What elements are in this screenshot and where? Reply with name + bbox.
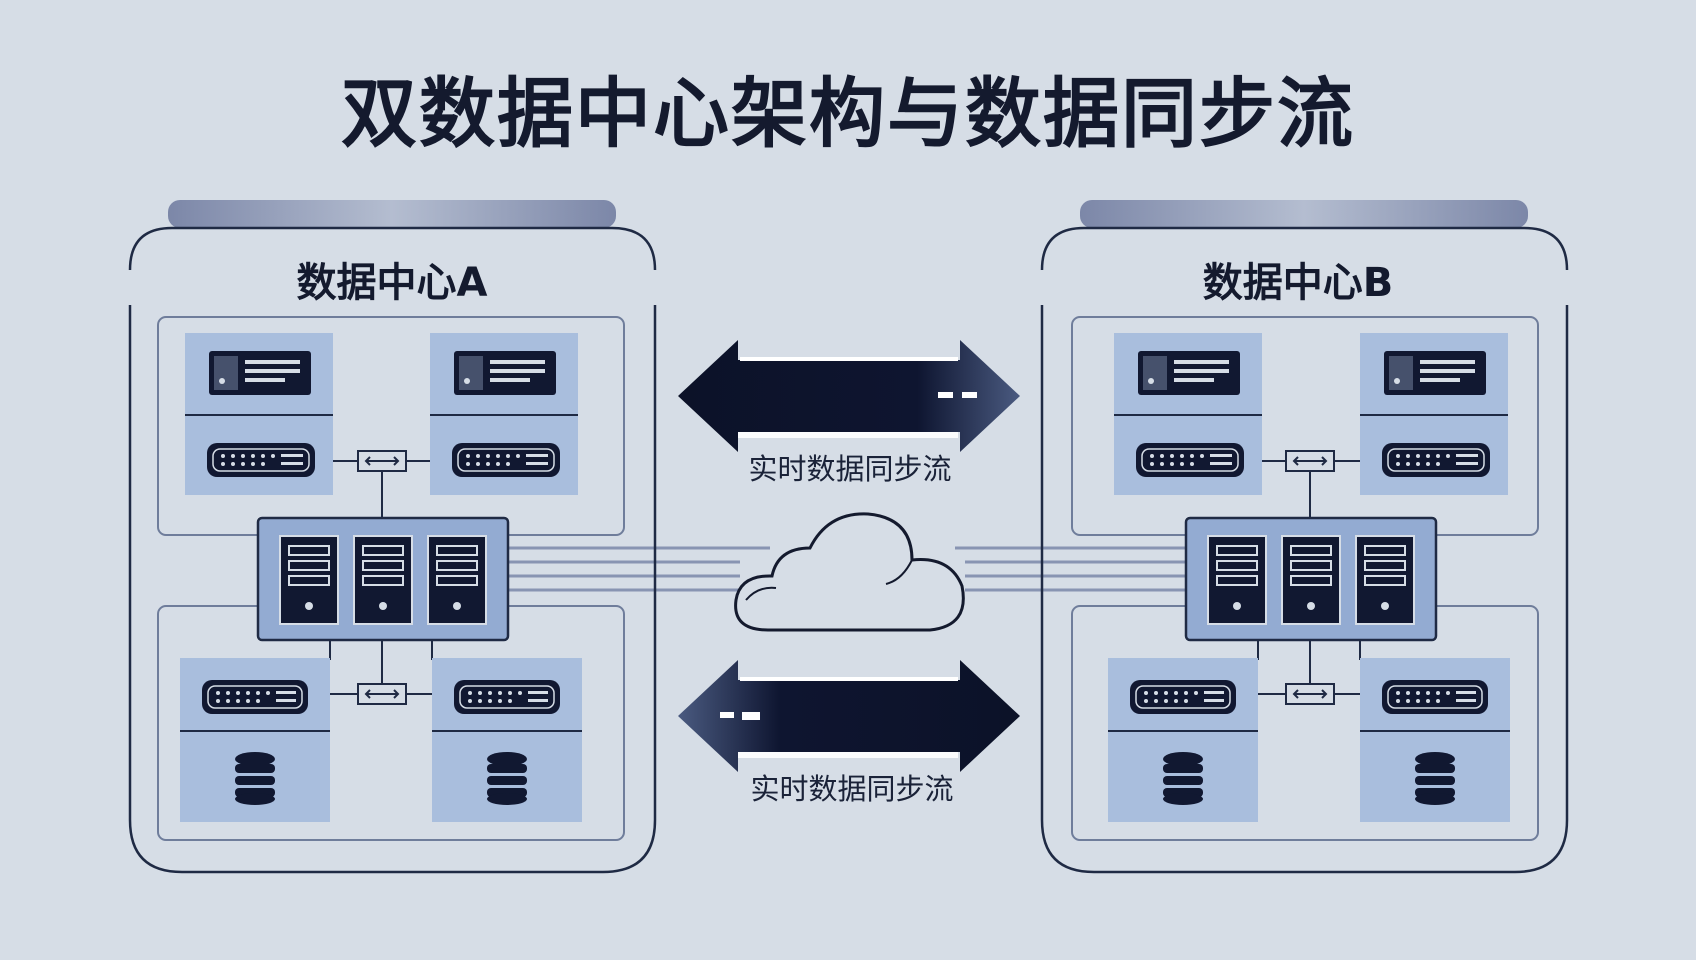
network-device-icon [1382,443,1490,477]
network-lines [90,546,1605,592]
bidirectional-arrow-icon [678,340,1020,452]
network-lines-center [508,546,1185,592]
server-icon [209,351,311,395]
network-device-icon [454,680,560,714]
bidirectional-arrow-icon [678,660,1020,772]
datacenter-a-frame [128,226,657,874]
network-device-icon [1130,680,1236,714]
switch-icon [357,683,407,705]
cloud-icon [734,512,965,632]
sync-arrow-bottom [678,660,1020,772]
network-device-icon [1382,680,1488,714]
sync-flow-label-top: 实时数据同步流 [748,452,952,486]
page-title: 双数据中心架构与数据同步流 [341,69,1355,158]
storage-unit [432,658,582,822]
server-rack-icon [1184,516,1438,642]
server-unit [1114,333,1262,495]
datacenter-a-label: 数据中心A [296,260,488,306]
switch-icon [357,450,407,472]
server-icon [454,351,556,395]
storage-unit [180,658,330,822]
network-lines-right [1435,548,1605,580]
switch-icon [1285,450,1335,472]
server-unit [185,333,333,495]
database-icon [1415,752,1455,805]
storage-unit [1108,658,1258,822]
sync-arrow-top [678,340,1020,452]
datacenter-b-label: 数据中心B [1202,260,1394,306]
server-icon [1138,351,1240,395]
network-device-icon [452,443,560,477]
network-lines-left [90,556,260,588]
database-icon [487,752,527,805]
network-device-icon [207,443,315,477]
datacenter-a [128,200,657,874]
server-unit [430,333,578,495]
server-rack-icon [256,516,510,642]
storage-unit [1360,658,1510,822]
switch-icon [1285,683,1335,705]
datacenter-b-tab [1080,200,1528,228]
sync-flow-label-bottom: 实时数据同步流 [750,772,954,806]
database-icon [1163,752,1203,805]
network-device-icon [1136,443,1244,477]
database-icon [235,752,275,805]
datacenter-a-tab [168,200,616,228]
server-icon [1384,351,1486,395]
network-device-icon [202,680,308,714]
datacenter-b [1040,200,1569,874]
datacenter-b-frame [1040,226,1569,874]
server-unit [1360,333,1508,495]
